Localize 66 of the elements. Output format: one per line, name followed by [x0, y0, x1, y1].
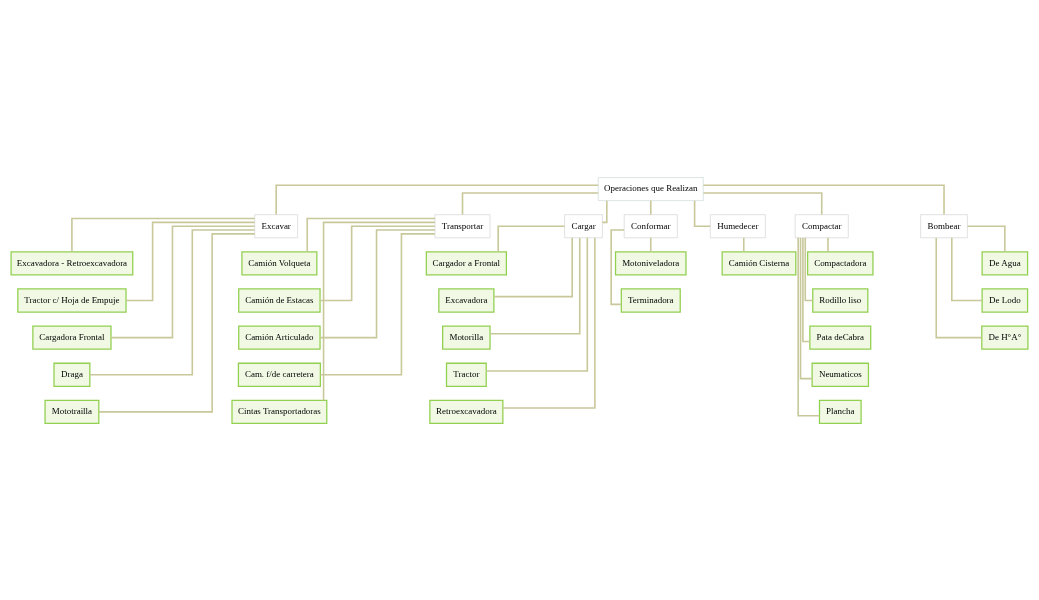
node-box: Motorilla: [442, 324, 491, 350]
connector: [502, 236, 596, 409]
node-box: Rodillo liso: [812, 287, 869, 313]
connector: [489, 236, 581, 335]
node-box: De Agua: [981, 250, 1029, 276]
connector: [71, 217, 256, 253]
connector: [799, 236, 813, 379]
node-box: Excavadora: [438, 287, 495, 313]
connector: [89, 228, 256, 376]
connector: [610, 228, 625, 305]
node-box: Transportar: [434, 213, 491, 238]
node-box: Operaciones que Realizan: [597, 176, 704, 201]
connector: [827, 236, 829, 252]
node-box: Cargar: [564, 213, 603, 238]
connector: [804, 236, 814, 301]
connector: [125, 221, 256, 301]
node-box: Pata deCabra: [809, 324, 872, 350]
node-box: Mototrailla: [44, 399, 100, 424]
connector: [742, 236, 745, 252]
connector: [461, 191, 599, 215]
node-box: Plancha: [818, 399, 862, 424]
connector: [935, 236, 983, 338]
connector: [702, 191, 823, 215]
node-box: Tractor: [445, 362, 487, 387]
node-box: Compactar: [794, 213, 849, 238]
connector: [485, 236, 589, 372]
node-box: Humedecer: [710, 213, 766, 238]
connector: [601, 199, 608, 223]
connector: [306, 217, 436, 253]
connector: [319, 228, 436, 338]
node-box: Camión Volqueta: [241, 250, 318, 276]
node-box: Camión Cisterna: [721, 250, 797, 276]
connector: [319, 224, 436, 301]
connector: [966, 224, 1006, 253]
connector: [797, 236, 821, 417]
node-box: Cintas Transportadoras: [231, 399, 328, 424]
node-box: Camión Articulado: [238, 324, 321, 350]
node-box: Camión de Estacas: [238, 287, 321, 313]
node-box: Neumaticos: [811, 362, 870, 387]
connector: [702, 183, 945, 215]
node-box: Excavadora - Retroexcavadora: [10, 250, 134, 276]
connector: [493, 236, 573, 297]
node-box: Cargadora Frontal: [32, 324, 112, 350]
connector: [649, 199, 652, 215]
connector: [649, 236, 652, 252]
connector: [322, 221, 436, 401]
connector: [951, 236, 983, 301]
connector: [98, 232, 256, 413]
node-box: De H°A°: [981, 324, 1029, 350]
connector: [275, 183, 599, 215]
node-box: Excavar: [254, 213, 298, 238]
node-box: Retroexcavadora: [429, 399, 504, 424]
node-box: Tractor c/ Hoja de Empuje: [17, 287, 127, 313]
node-box: Conformar: [623, 213, 678, 238]
node-box: Terminadora: [620, 287, 681, 313]
node-box: Cargador a Frontal: [425, 250, 507, 276]
connector: [497, 224, 566, 253]
connector: [319, 232, 436, 376]
connector: [802, 236, 811, 342]
node-box: Cam. f/de carretera: [237, 362, 321, 387]
node-box: Motoniveladora: [614, 250, 687, 276]
node-box: Bombear: [920, 213, 968, 238]
node-box: Compactadora: [807, 250, 874, 276]
node-box: De Lodo: [981, 287, 1029, 313]
node-box: Draga: [53, 362, 91, 387]
connector: [110, 224, 256, 338]
